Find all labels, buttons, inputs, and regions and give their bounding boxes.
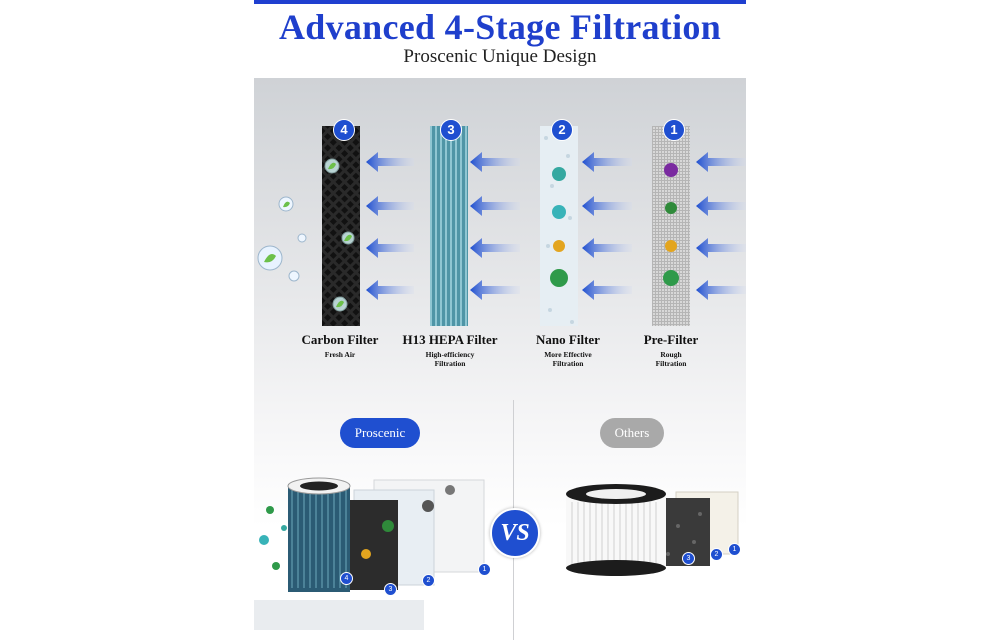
- pre-filter-panel: [652, 126, 690, 326]
- product-image-panel: Advanced 4-Stage Filtration Proscenic Un…: [254, 0, 746, 640]
- page-subtitle: Proscenic Unique Design: [403, 46, 597, 67]
- stage-2-desc-line1: More Effective: [544, 350, 592, 359]
- stage-3-name: H13 HEPA Filter: [402, 332, 498, 347]
- proscenic-filter-illustration: [254, 477, 485, 630]
- nano-filter-image: [540, 126, 578, 326]
- air-bubbles-icon: [257, 196, 307, 282]
- proscenic-pill: Proscenic: [340, 418, 420, 448]
- others-pill: Others: [600, 418, 664, 448]
- others-layer-2-badge: 2: [710, 548, 723, 561]
- top-accent-bar: [254, 0, 746, 4]
- stage-4-badge: 4: [333, 119, 355, 141]
- stage-2-desc: More Effective Filtration: [508, 350, 628, 368]
- others-layer-1-badge: 1: [728, 543, 741, 556]
- stage-1-name: Pre-Filter: [643, 332, 699, 347]
- proscenic-layer-2-badge: 2: [422, 574, 435, 587]
- carbon-filter-image: [322, 126, 360, 326]
- hepa-filter-image: [430, 126, 468, 326]
- others-filter-illustration: [566, 484, 739, 576]
- proscenic-layer-1-badge: 1: [478, 563, 491, 576]
- stage-3-badge: 3: [440, 119, 462, 141]
- others-layer-3-badge: 3: [682, 552, 695, 565]
- hepa-filter-panel: [430, 126, 468, 326]
- stage-4-desc-line1: Fresh Air: [324, 350, 356, 359]
- stage-1-desc-line2: Filtration: [655, 358, 687, 368]
- stage-1-badge: 1: [663, 119, 685, 141]
- pre-filter-image: [652, 126, 690, 326]
- stage-3-desc-line2: Filtration: [434, 358, 466, 368]
- nano-filter-panel: [540, 126, 578, 326]
- page-title: Advanced 4-Stage Filtration: [278, 7, 722, 47]
- stage-4-desc: Fresh Air: [280, 350, 400, 360]
- stage-3-desc-line1: High-efficiency: [425, 350, 475, 359]
- airflow-arrows: [366, 152, 746, 300]
- stage-2-desc-line2: Filtration: [552, 358, 584, 368]
- stage-1-desc-line1: Rough: [660, 350, 682, 359]
- stage-4-name: Carbon Filter: [301, 332, 379, 347]
- vs-badge: VS: [490, 508, 540, 558]
- stage-2-name: Nano Filter: [536, 332, 600, 347]
- proscenic-layer-3-badge: 3: [384, 583, 397, 596]
- stage-2-badge: 2: [551, 119, 573, 141]
- stage-3-desc: High-efficiency Filtration: [390, 350, 510, 368]
- stage-1-desc: Rough Filtration: [611, 350, 731, 368]
- proscenic-layer-4-badge: 4: [340, 572, 353, 585]
- carbon-filter-panel: [322, 126, 360, 326]
